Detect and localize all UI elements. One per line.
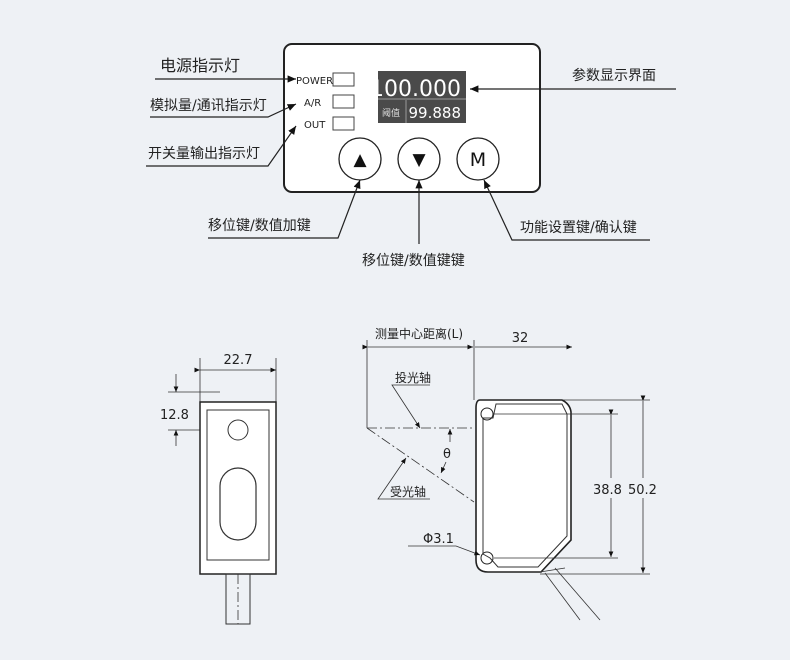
depth-dim: 32: [512, 331, 529, 346]
callout-analog-comm-indicator: 模拟量/通讯指示灯: [150, 98, 267, 114]
indicator-ar-label: A/R: [304, 98, 321, 109]
down-arrow-icon: ▼: [412, 150, 426, 170]
callout-switch-output-indicator: 开关量输出指示灯: [148, 146, 260, 162]
power-led: [332, 72, 355, 87]
display-screen: [378, 71, 466, 123]
indicator-power-label: POWER: [296, 76, 333, 87]
display-sub-label: 阈值: [382, 107, 400, 119]
display-sub-value: 99.888: [409, 104, 462, 122]
callout-function-confirm-key: 功能设置键/确认键: [520, 220, 637, 236]
angle-label: θ: [443, 447, 451, 462]
up-button[interactable]: ▲: [338, 137, 382, 181]
down-button[interactable]: ▼: [397, 137, 441, 181]
hole-spacing-dim: 38.8: [593, 483, 622, 498]
hole-diameter-label: Φ3.1: [423, 532, 454, 547]
receive-axis-label: 受光轴: [390, 484, 426, 499]
ar-led: [332, 94, 355, 109]
emit-axis-label: 投光轴: [395, 370, 431, 385]
center-distance-label: 测量中心距离(L): [375, 326, 463, 341]
mode-button-label: M: [470, 149, 486, 171]
indicator-out-label: OUT: [304, 120, 326, 131]
callout-shift-value-key: 移位键/数值键键: [362, 253, 465, 269]
front-view-drawing: 22.7 12.8: [160, 353, 277, 625]
callout-shift-increase-key: 移位键/数值加键: [208, 218, 311, 234]
front-width-dim: 22.7: [224, 353, 253, 368]
control-panel: POWER A/R OUT 100.000 阈值 99.888 ▲ ▼ M: [283, 43, 541, 193]
front-offset-dim: 12.8: [160, 408, 189, 423]
height-dim: 50.2: [628, 483, 657, 498]
display-main-value: 100.000: [370, 77, 461, 102]
side-view-drawing: 测量中心距离(L) 32 投光轴 受光轴 θ Φ3.1 38.8 50.2: [362, 326, 692, 621]
callout-power-indicator: 电源指示灯: [160, 56, 240, 75]
mode-button[interactable]: M: [456, 137, 500, 181]
out-led: [332, 116, 355, 131]
up-arrow-icon: ▲: [353, 150, 367, 170]
callout-display: 参数显示界面: [572, 67, 656, 84]
